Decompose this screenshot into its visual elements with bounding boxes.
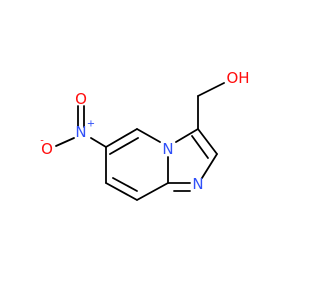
bond-layer — [55, 82, 225, 201]
bond-c8-c7-inner — [112, 177, 138, 192]
bond-c6-c5-inner — [109, 137, 139, 155]
atom-nitro-n: N — [75, 123, 86, 141]
molecule-diagram: N + O O - N N OH — [40, 69, 250, 201]
bond-c2-n1 — [201, 153, 218, 179]
bond-c8a-c8 — [136, 182, 169, 201]
bond-c8-c7 — [105, 182, 138, 201]
atom-ring-n-imidazole: N — [192, 175, 203, 193]
bond-c3-c2-inner — [191, 135, 209, 159]
atom-hydroxyl: OH — [226, 69, 249, 87]
bond-nitro-n-c6 — [90, 137, 107, 148]
structure-canvas: N + O O - N N OH — [40, 69, 250, 201]
atom-nitro-o-left: O — [41, 140, 53, 158]
bond-ch2-oh — [197, 82, 225, 97]
bond-n4-c3 — [175, 128, 199, 143]
bond-c3-c2 — [197, 128, 218, 155]
atom-label-layer: N + O O - N N OH — [40, 69, 249, 193]
bond-nitro-n-o-left — [55, 137, 75, 147]
charge-nitro-o-left: - — [40, 136, 44, 147]
atom-ring-n-bridge: N — [162, 140, 173, 158]
charge-nitro-n: + — [87, 119, 95, 130]
bond-c5-n4 — [136, 128, 161, 143]
atom-nitro-o-top: O — [75, 90, 87, 108]
bond-c6-c5 — [105, 128, 138, 148]
